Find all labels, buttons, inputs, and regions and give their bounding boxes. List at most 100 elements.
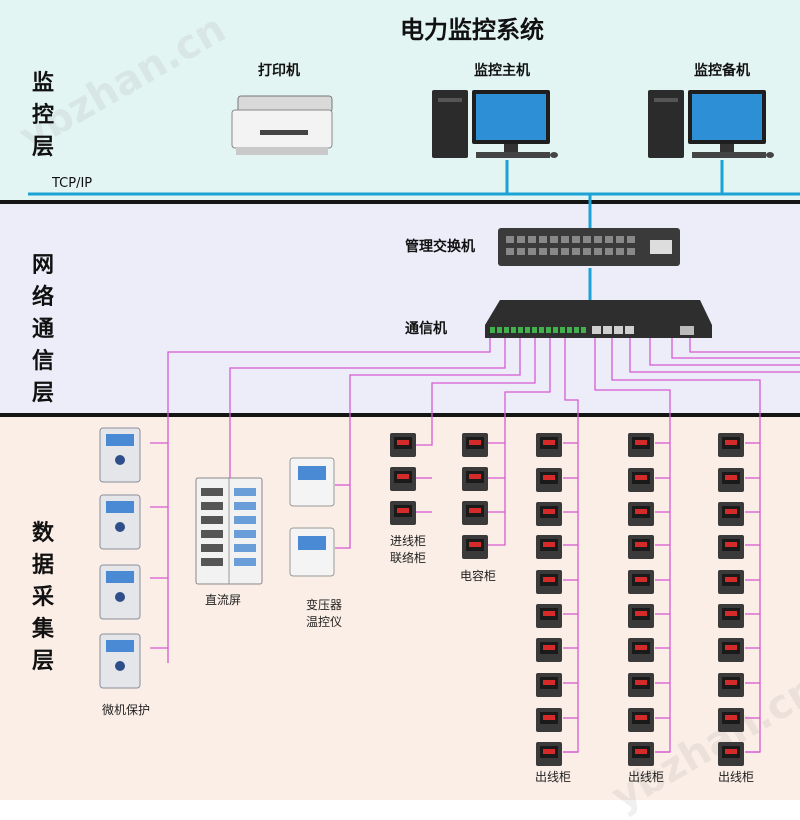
- dc-left-module-3: [201, 530, 223, 538]
- outgoing-meter-c-3-digits: [725, 542, 737, 547]
- outgoing-meter-c-9-digits: [725, 749, 737, 754]
- transformer-label-1: 变压器: [306, 598, 343, 612]
- dc-left-module-4: [201, 544, 223, 552]
- switch-port-top-10: [616, 236, 624, 243]
- relay-label: 微机保护: [102, 703, 151, 717]
- backup-host-monitor-screen: [692, 94, 762, 140]
- switch-port-bottom-4: [550, 248, 558, 255]
- page-title: 电力监控系统: [400, 16, 544, 44]
- comm-terminal-8: [546, 327, 551, 333]
- incoming-meter-2-digits: [397, 508, 409, 513]
- outgoing-meter-a-3-digits: [543, 542, 555, 547]
- capacitor-meter-2-digits: [469, 508, 481, 513]
- transformer-controller-1: [289, 527, 335, 577]
- layer-label-monitor: 监控层: [28, 68, 58, 164]
- outgoing-meter-a-0-digits: [543, 440, 555, 445]
- switch-port-bottom-2: [528, 248, 536, 255]
- comm-terminal-10: [560, 327, 565, 333]
- dc-left-module-2: [201, 516, 223, 524]
- switch-port-top-4: [550, 236, 558, 243]
- switch-port-bottom-8: [594, 248, 602, 255]
- switch-port-top-3: [539, 236, 547, 243]
- printer-tray: [236, 147, 328, 155]
- comm-terminal-13: [581, 327, 586, 333]
- outgoing-meter-b-7-digits: [635, 680, 647, 685]
- offpage-wire-2: [649, 338, 800, 366]
- capacitor-meter-0-digits: [469, 440, 481, 445]
- backup-host-tower: [648, 90, 684, 158]
- outgoing-meter-c-7-digits: [725, 680, 737, 685]
- main-host-keyboard: [476, 152, 550, 158]
- offpage-wire-3: [671, 338, 800, 359]
- printer-body: [231, 109, 333, 149]
- outgoing-meter-b-5-digits: [635, 611, 647, 616]
- comm-terminal-0: [490, 327, 495, 333]
- outgoing-meter-c-6-digits: [725, 645, 737, 650]
- network-layer-char-2: 通: [31, 317, 54, 342]
- switch-port-bottom-1: [517, 248, 525, 255]
- outgoing-meter-a-7-digits: [543, 680, 555, 685]
- backup-host-monitor-stand: [720, 144, 734, 152]
- monitor-layer-char-2: 层: [31, 135, 54, 160]
- main-host-label: 监控主机: [474, 63, 530, 79]
- data-layer-char-0: 数: [31, 521, 54, 546]
- relay-screen-3: [106, 640, 134, 652]
- outgoing-meter-a-2-digits: [543, 509, 555, 514]
- comm-terminal-5: [525, 327, 530, 333]
- switch-port-bottom-10: [616, 248, 624, 255]
- outgoing-meter-a-8-digits: [543, 715, 555, 720]
- network-layer-char-0: 网: [31, 253, 54, 278]
- dc-wire: [229, 338, 506, 480]
- relay-keypad-2: [115, 592, 125, 602]
- capacitor-meter-1-digits: [469, 474, 481, 479]
- switch-port-top-6: [572, 236, 580, 243]
- dc-right-module-4: [234, 544, 256, 552]
- outgoing-meter-b-4-digits: [635, 577, 647, 582]
- outgoing-meter-a-5-digits: [543, 611, 555, 616]
- outgoing-meter-a-9-digits: [543, 749, 555, 754]
- outgoing-meter-c-2-digits: [725, 509, 737, 514]
- backup-host-label: 监控备机: [694, 63, 750, 79]
- comm-terminal-12: [574, 327, 579, 333]
- data-layer-char-1: 据: [31, 553, 54, 578]
- outgoing-meter-c-8-digits: [725, 715, 737, 720]
- outgoing-meter-a-1-digits: [543, 475, 555, 480]
- comm-terminal-7: [539, 327, 544, 333]
- network-layer-char-4: 层: [31, 381, 54, 406]
- comm-terminal-2: [504, 327, 509, 333]
- dc-left-module-5: [201, 558, 223, 566]
- outgoing-meter-b-8-digits: [635, 715, 647, 720]
- monitor-layer-char-1: 控: [31, 103, 54, 128]
- switch-port-top-0: [506, 236, 514, 243]
- dc-left-module-1: [201, 502, 223, 510]
- outgoing-meter-c-5-digits: [725, 611, 737, 616]
- dc-right-module-0: [234, 488, 256, 496]
- data-layer-char-4: 层: [31, 649, 54, 674]
- incoming-label-1: 进线柜: [390, 534, 427, 548]
- transformer-label-2: 温控仪: [306, 615, 343, 629]
- transformer-screen-0: [298, 466, 326, 480]
- switch-port-top-9: [605, 236, 613, 243]
- outgoing-label-2: 出线柜: [628, 770, 665, 784]
- switch-port-bottom-5: [561, 248, 569, 255]
- data-layer-char-3: 集: [31, 617, 54, 642]
- backup-host-mouse: [766, 152, 774, 158]
- outgoing-meter-b-9-digits: [635, 749, 647, 754]
- comm-terminal-11: [567, 327, 572, 333]
- device-layer: [99, 90, 774, 766]
- switch-port-top-2: [528, 236, 536, 243]
- outgoing-meter-b-6-digits: [635, 645, 647, 650]
- capacitor-wire: [488, 338, 551, 546]
- relay-keypad-0: [115, 455, 125, 465]
- monitor-layer-char-0: 监: [31, 71, 54, 96]
- incoming-wire: [416, 338, 536, 446]
- switch-console-port: [650, 240, 672, 254]
- dc-right-module-1: [234, 502, 256, 510]
- comm-power-socket: [680, 326, 694, 335]
- outgoing-meter-a-6-digits: [543, 645, 555, 650]
- printer-label: 打印机: [258, 63, 300, 79]
- main-host-tower: [432, 90, 468, 158]
- comm-terminal-3: [511, 327, 516, 333]
- switch-port-bottom-9: [605, 248, 613, 255]
- divider-bottom: [0, 413, 800, 417]
